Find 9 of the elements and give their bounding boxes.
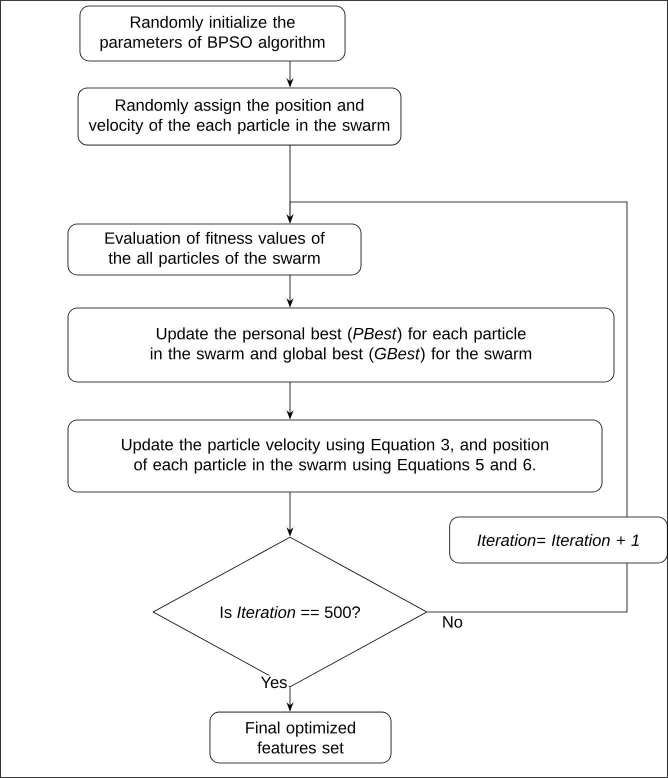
- edge-label: Yes: [259, 675, 289, 690]
- process-box: Update the personal best (PBest) for each particle in the swarm and global best (GBest) for the swarm: [68, 308, 614, 382]
- process-box: Iteration= Iteration + 1: [449, 516, 668, 564]
- process-box: Randomly assign the position and velocity of the each particle in the swarm: [78, 88, 402, 146]
- process-box: Evaluation of fitness values of the all particles of the swarm: [68, 224, 362, 276]
- process-box: Update the particle velocity using Equation 3, and position of each particle in the swarm using Equations 5 and 6.: [68, 420, 602, 492]
- edge-label: No: [440, 614, 464, 630]
- process-box: Randomly initialize the parameters of BPSO algorithm: [80, 6, 346, 62]
- process-box: Final optimized features set: [210, 712, 392, 764]
